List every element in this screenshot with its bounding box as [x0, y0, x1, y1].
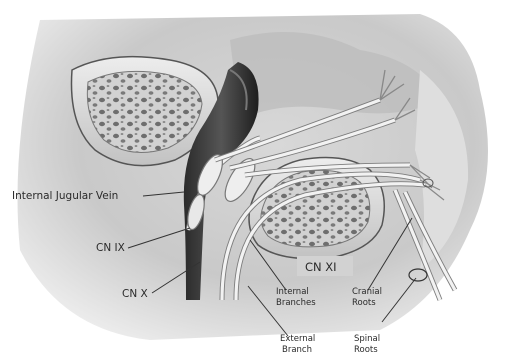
- label-internal-jugular-vein: Internal Jugular Vein: [12, 190, 118, 202]
- label-external-branch-line1: External: [280, 334, 315, 344]
- label-internal-branches-line2: Branches: [276, 298, 316, 308]
- label-spinal-roots-line2: Roots: [354, 345, 378, 355]
- label-cn-x: CN X: [122, 288, 148, 300]
- label-cn-xi: CN XI: [305, 260, 337, 274]
- label-cranial-roots-line2: Roots: [352, 298, 376, 308]
- label-cn-ix: CN IX: [96, 242, 125, 254]
- label-external-branch-line2: Branch: [282, 345, 312, 355]
- label-cranial-roots-line1: Cranial: [352, 287, 382, 297]
- label-spinal-roots-line1: Spinal: [354, 334, 380, 344]
- label-internal-branches-line1: Internal: [276, 287, 309, 297]
